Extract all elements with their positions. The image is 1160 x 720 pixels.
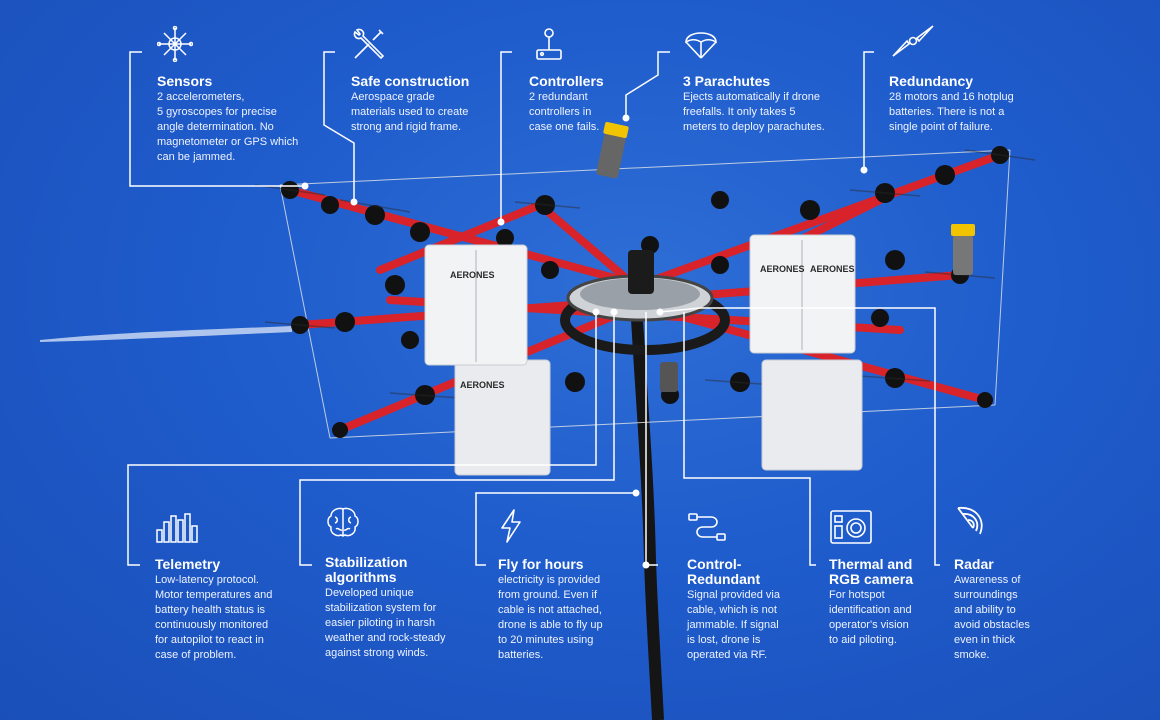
brand-label: AERONES bbox=[760, 264, 805, 274]
feature-title: 3 Parachutes bbox=[683, 73, 771, 89]
feature-description: 28 motors and 16 hotplug batteries. Ther… bbox=[889, 91, 1014, 133]
central-ring bbox=[560, 250, 730, 355]
feature-description: Signal provided via cable, which is not … bbox=[687, 589, 780, 661]
feature-title: Control- Redundant bbox=[687, 556, 761, 587]
feature-title: Controllers bbox=[529, 73, 604, 89]
feature-title: Stabilization algorithms bbox=[325, 554, 408, 585]
water-spray bbox=[40, 326, 292, 342]
propeller-icon bbox=[892, 25, 934, 57]
feature-description: Awareness of surroundings and ability to… bbox=[954, 574, 1030, 661]
cable-connector-icon bbox=[688, 513, 726, 541]
feature-description: 2 accelerometers, 5 gyroscopes for preci… bbox=[157, 91, 299, 163]
brand-label: AERONES bbox=[450, 270, 495, 280]
parachute-canisters bbox=[596, 122, 975, 392]
feature-title: Radar bbox=[954, 556, 994, 572]
brand-label: AERONES bbox=[810, 264, 855, 274]
feature-description: 2 redundant controllers in case one fail… bbox=[529, 91, 600, 133]
brain-icon bbox=[327, 507, 359, 537]
feature-title: Safe construction bbox=[351, 73, 470, 89]
bar-chart-icon bbox=[156, 513, 198, 543]
feature-description: Aerospace grade materials used to create… bbox=[351, 91, 469, 133]
bracing-wires bbox=[279, 149, 1011, 439]
compass-cross-icon bbox=[157, 26, 193, 62]
feature-title: Redundancy bbox=[889, 73, 974, 89]
joystick-icon bbox=[536, 28, 562, 60]
feature-description: For hotspot identification and operator'… bbox=[829, 589, 912, 646]
feature-title: Fly for hours bbox=[498, 556, 584, 572]
lightning-icon bbox=[501, 509, 521, 543]
feature-description: electricity is provided from ground. Eve… bbox=[498, 574, 603, 661]
brand-label: AERONES bbox=[460, 380, 505, 390]
feature-title: Telemetry bbox=[155, 556, 221, 572]
feature-description: Ejects automatically if drone freefalls.… bbox=[683, 91, 825, 133]
feature-description: Developed unique stabilization system fo… bbox=[325, 587, 446, 659]
wrench-screwdriver-icon bbox=[353, 28, 385, 60]
feature-title: Sensors bbox=[157, 73, 213, 89]
battery-packs bbox=[424, 234, 863, 476]
feature-description: Low-latency protocol. Motor temperatures… bbox=[155, 574, 273, 661]
radar-icon bbox=[957, 507, 983, 535]
feature-title: Thermal and RGB camera bbox=[829, 556, 914, 587]
camera-icon bbox=[830, 510, 872, 544]
callout-lines bbox=[127, 51, 940, 566]
tether-cable bbox=[630, 299, 664, 720]
callout-dots bbox=[301, 114, 868, 569]
parachute-icon bbox=[685, 32, 717, 59]
